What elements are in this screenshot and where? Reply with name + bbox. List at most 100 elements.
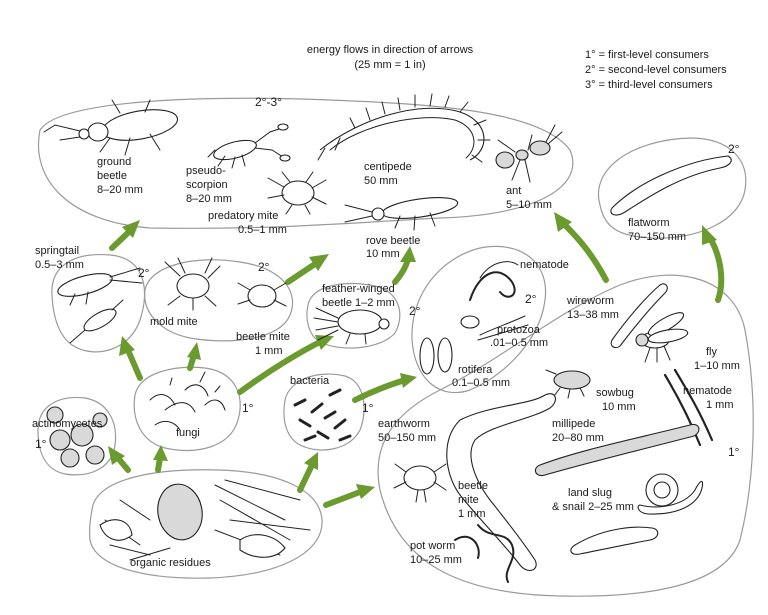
legend-third: 3° = third-level consumers: [585, 79, 713, 91]
svg-text:20–80 mm: 20–80 mm: [552, 432, 604, 444]
arrow-large-to-top: [554, 212, 609, 283]
caption-line-2: (25 mm = 1 in): [354, 59, 425, 71]
svg-text:centipede: centipede: [364, 161, 412, 173]
rotifera-illustration: [419, 337, 453, 375]
top-predators-outline: [38, 97, 574, 229]
large-consumers-outline: [377, 274, 754, 597]
svg-text:50–150 mm: 50–150 mm: [378, 432, 436, 444]
label-feather-winged: feather-winged beetle 1–2 mm: [322, 283, 395, 309]
level-nematode-group: 2°: [525, 292, 537, 306]
ant-illustration: [495, 124, 563, 183]
springtail-illustration: [57, 267, 143, 344]
legend-second: 2° = second-level consumers: [585, 64, 727, 76]
svg-text:10 mm: 10 mm: [366, 248, 400, 260]
svg-text:mite: mite: [458, 494, 479, 506]
svg-text:pot worm: pot worm: [410, 540, 455, 552]
label-beetle-mite-large: beetle mite 1 mm: [458, 480, 488, 520]
nematode-outline: [411, 245, 547, 394]
flatworm-outline: [597, 137, 747, 239]
flatworm-illustration: [610, 155, 732, 216]
label-wireworm: wireworm 13–38 mm: [566, 295, 619, 321]
svg-text:8–20 mm: 8–20 mm: [186, 193, 232, 205]
svg-text:rotifera: rotifera: [458, 364, 493, 376]
fungi-illustration: [149, 371, 226, 431]
level-markers: 2°-3° 2° 2° 2° 2° 2° 1° 1° 1° 1°: [35, 95, 740, 459]
label-centipede: centipede 50 mm: [364, 161, 412, 187]
label-springtail: springtail 0.5–3 mm: [35, 245, 84, 271]
svg-text:pseudo-: pseudo-: [186, 165, 226, 177]
energy-arrows: [108, 212, 725, 508]
svg-text:1 mm: 1 mm: [458, 508, 486, 520]
svg-text:feather-winged: feather-winged: [322, 283, 395, 295]
fungi-outline: [133, 366, 241, 452]
bacteria-illustration: [293, 388, 352, 442]
svg-text:beetle: beetle: [97, 170, 127, 182]
arrow-residues-to-large: [323, 484, 375, 508]
level-top-group: 2°-3°: [255, 95, 282, 109]
wireworm-illustration: [610, 283, 668, 349]
springtail-outline: [51, 253, 146, 353]
svg-text:earthworm: earthworm: [378, 418, 430, 430]
svg-text:1–10 mm: 1–10 mm: [694, 360, 740, 372]
label-mold-mite: mold mite: [150, 316, 198, 328]
label-fungi: fungi: [176, 427, 200, 439]
actinomycetes-outline: [37, 396, 117, 476]
svg-text:rove beetle: rove beetle: [366, 235, 420, 247]
svg-text:protozoa: protozoa: [497, 324, 541, 336]
label-land-slug: land slug & snail 2–25 mm: [552, 487, 634, 513]
svg-text:ant: ant: [506, 185, 521, 197]
svg-text:70–150 mm: 70–150 mm: [628, 231, 686, 243]
label-actinomycetes: actinomycetes: [32, 418, 103, 430]
svg-text:nematode: nematode: [520, 259, 569, 271]
level-feather-winged: 2°: [409, 304, 421, 318]
arrow-feather-to-top: [392, 246, 416, 285]
label-flatworm: flatworm 70–150 mm: [628, 217, 686, 243]
legend: 1° = first-level consumers 2° = second-l…: [585, 49, 727, 91]
ground-beetle-illustration: [43, 99, 179, 156]
protozoa-illustration: [460, 315, 529, 341]
sowbug-illustration: [545, 369, 591, 399]
group-outlines: [37, 97, 754, 597]
svg-text:springtail: springtail: [35, 245, 79, 257]
label-sowbug: sowbug 10 mm: [596, 387, 636, 413]
svg-text:beetle mite: beetle mite: [236, 331, 290, 343]
svg-text:fungi: fungi: [176, 427, 200, 439]
svg-text:0.5–1 mm: 0.5–1 mm: [238, 224, 287, 236]
label-bacteria: bacteria: [290, 375, 330, 387]
arrow-springtail-to-top: [109, 220, 140, 251]
svg-text:1 mm: 1 mm: [706, 399, 734, 411]
svg-text:millipede: millipede: [552, 418, 595, 430]
millipede-illustration: [534, 423, 700, 477]
beetle-mite-large-illustration: [393, 463, 447, 503]
predatory-mite-illustration: [267, 171, 327, 215]
feather-winged-outline: [306, 283, 401, 349]
mold-mite-illustration: [164, 257, 221, 311]
label-beetle-mite-small: beetle mite 1 mm: [236, 331, 290, 357]
arrow-fungi-to-mites: [187, 342, 201, 371]
svg-text:sowbug: sowbug: [596, 387, 634, 399]
svg-text:beetle: beetle: [458, 480, 488, 492]
svg-text:1 mm: 1 mm: [255, 345, 283, 357]
label-protozoa: protozoa .01–0.5 mm: [490, 324, 548, 349]
svg-text:flatworm: flatworm: [628, 217, 670, 229]
land-slug-snail-illustration: [570, 473, 704, 555]
organic-residues-outline: [89, 469, 323, 579]
svg-text:mold mite: mold mite: [150, 316, 198, 328]
pot-worm-illustration: [454, 524, 515, 583]
label-fly: fly 1–10 mm: [694, 346, 740, 372]
arrow-residues-to-bacteria: [297, 452, 318, 493]
svg-text:ground: ground: [97, 156, 131, 168]
svg-text:bacteria: bacteria: [290, 375, 330, 387]
label-pot-worm: pot worm 10–25 mm: [410, 540, 462, 566]
svg-text:5–10 mm: 5–10 mm: [506, 199, 552, 211]
svg-text:fly: fly: [706, 346, 718, 358]
svg-text:0.5–3 mm: 0.5–3 mm: [35, 259, 84, 271]
arrow-mites-to-top: [285, 254, 329, 285]
label-nematode-large: nematode 1 mm: [683, 385, 734, 411]
feather-winged-beetle-illustration: [313, 307, 390, 345]
earthworm-illustration: [446, 393, 556, 571]
svg-text:organic residues: organic residues: [130, 557, 211, 569]
caption-line-1: energy flows in direction of arrows: [307, 44, 474, 56]
level-mites: 2°: [258, 260, 270, 274]
